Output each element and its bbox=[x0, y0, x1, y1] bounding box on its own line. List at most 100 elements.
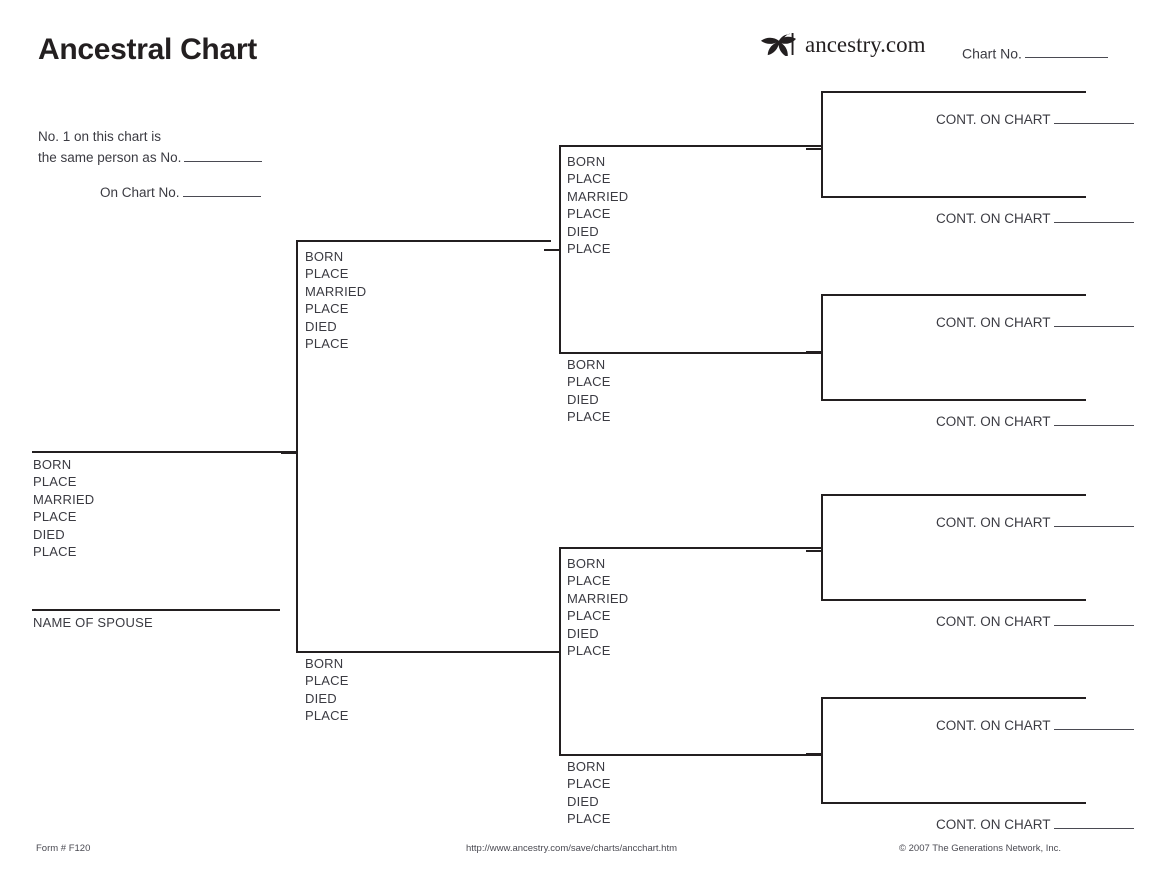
field-place-2: PLACE bbox=[33, 509, 77, 525]
xref-line-3-row: On Chart No. bbox=[38, 182, 262, 203]
gen3-1-top-rule bbox=[559, 145, 821, 147]
field-married: MARRIED bbox=[567, 590, 629, 606]
cont-on-chart-blank[interactable] bbox=[1053, 209, 1134, 223]
cont-on-chart-label: CONT. ON CHART bbox=[936, 314, 1051, 330]
field-died: DIED bbox=[33, 526, 65, 542]
person-block-6[interactable]: BORN PLACE MARRIED PLACE DIED PLACE bbox=[567, 555, 628, 659]
person-block-4[interactable]: BORN PLACE MARRIED PLACE DIED PLACE bbox=[567, 153, 628, 257]
brand-name: ancestry.com bbox=[805, 31, 926, 57]
gen2-bracket-stub bbox=[281, 452, 297, 454]
field-place-1: PLACE bbox=[33, 474, 77, 490]
person1-name-rule bbox=[32, 451, 297, 453]
cont-on-chart-label: CONT. ON CHART bbox=[936, 413, 1051, 429]
cont-on-chart-blank[interactable] bbox=[1053, 815, 1134, 829]
gen3-lower-bracket-stub bbox=[544, 651, 560, 653]
field-place-2: PLACE bbox=[567, 811, 611, 827]
field-place-2: PLACE bbox=[567, 409, 611, 425]
cont-on-chart-4[interactable]: CONT. ON CHART bbox=[936, 412, 1134, 429]
spouse-name-label-row[interactable]: NAME OF SPOUSE bbox=[33, 614, 153, 631]
person-block-5[interactable]: BORN PLACE DIED PLACE bbox=[567, 356, 611, 426]
cont-on-chart-7[interactable]: CONT. ON CHART bbox=[936, 716, 1134, 733]
field-married: MARRIED bbox=[305, 283, 367, 299]
gen4-bracket-b-vertical bbox=[821, 294, 823, 400]
gen4-bracket-c-stub bbox=[806, 550, 822, 552]
same-person-no-blank[interactable] bbox=[184, 148, 263, 162]
gen4-bracket-b-stub bbox=[806, 351, 822, 353]
name-of-spouse-label: NAME OF SPOUSE bbox=[33, 615, 153, 630]
cont-on-chart-2[interactable]: CONT. ON CHART bbox=[936, 209, 1134, 226]
xref-line-1: No. 1 on this chart is bbox=[38, 129, 162, 144]
field-place-3: PLACE bbox=[33, 544, 77, 560]
field-place-2: PLACE bbox=[305, 301, 349, 317]
cont-on-chart-8[interactable]: CONT. ON CHART bbox=[936, 815, 1134, 832]
chart-number-blank[interactable] bbox=[1024, 44, 1108, 59]
spouse-name-rule bbox=[32, 609, 280, 611]
gen4-bracket-a-stub bbox=[806, 148, 822, 150]
cont-on-chart-label: CONT. ON CHART bbox=[936, 514, 1051, 530]
cont-on-chart-blank[interactable] bbox=[1053, 716, 1134, 730]
page-title: Ancestral Chart bbox=[38, 33, 257, 66]
gen4-bracket-b-bottom-rule bbox=[821, 399, 1086, 401]
gen4-bracket-d-top-rule bbox=[821, 697, 1086, 699]
footer-url[interactable]: http://www.ancestry.com/save/charts/ancc… bbox=[466, 843, 678, 854]
field-died: DIED bbox=[567, 793, 599, 809]
field-married: MARRIED bbox=[567, 188, 629, 204]
field-born: BORN bbox=[305, 249, 344, 264]
gen3-2-top-rule bbox=[559, 352, 821, 354]
chart-number-label: Chart No. bbox=[962, 45, 1022, 62]
field-married: MARRIED bbox=[33, 491, 95, 507]
field-place-1: PLACE bbox=[305, 673, 349, 689]
field-place-3: PLACE bbox=[567, 241, 611, 257]
person-block-3-mother[interactable]: BORN PLACE DIED PLACE bbox=[305, 655, 349, 725]
field-place-2: PLACE bbox=[567, 608, 611, 624]
field-place-1: PLACE bbox=[567, 171, 611, 187]
field-place-3: PLACE bbox=[567, 643, 611, 659]
person-block-7[interactable]: BORN PLACE DIED PLACE bbox=[567, 758, 611, 828]
cont-on-chart-5[interactable]: CONT. ON CHART bbox=[936, 513, 1134, 530]
cont-on-chart-1[interactable]: CONT. ON CHART bbox=[936, 110, 1134, 127]
gen4-bracket-d-stub bbox=[806, 753, 822, 755]
cont-on-chart-blank[interactable] bbox=[1053, 513, 1134, 527]
cont-on-chart-blank[interactable] bbox=[1053, 313, 1134, 327]
gen4-bracket-d-bottom-rule bbox=[821, 802, 1086, 804]
cont-on-chart-blank[interactable] bbox=[1053, 612, 1134, 626]
gen4-bracket-b-top-rule bbox=[821, 294, 1086, 296]
cont-on-chart-blank[interactable] bbox=[1053, 110, 1134, 124]
field-born: BORN bbox=[305, 656, 344, 671]
gen4-bracket-c-bottom-rule bbox=[821, 599, 1086, 601]
gen3-4-top-rule bbox=[559, 754, 821, 756]
footer-form-number: Form # F120 bbox=[36, 843, 91, 854]
field-born: BORN bbox=[567, 154, 606, 169]
gen2-mother-top-rule bbox=[296, 651, 551, 653]
footer-copyright: © 2007 The Generations Network, Inc. bbox=[899, 843, 1062, 854]
gen4-bracket-a-bottom-rule bbox=[821, 196, 1086, 198]
field-place-1: PLACE bbox=[567, 374, 611, 390]
chart-number-field[interactable]: Chart No. bbox=[962, 44, 1108, 61]
field-place-1: PLACE bbox=[567, 776, 611, 792]
gen3-upper-bracket-stub bbox=[544, 249, 560, 251]
field-born: BORN bbox=[567, 357, 606, 372]
gen2-bracket-vertical bbox=[296, 240, 298, 652]
cont-on-chart-3[interactable]: CONT. ON CHART bbox=[936, 313, 1134, 330]
person-block-2-father[interactable]: BORN PLACE MARRIED PLACE DIED PLACE bbox=[305, 248, 366, 352]
gen2-father-top-rule bbox=[296, 240, 551, 242]
person-block-1[interactable]: BORN PLACE MARRIED PLACE DIED PLACE bbox=[33, 456, 293, 560]
field-born: BORN bbox=[33, 457, 72, 472]
field-place-2: PLACE bbox=[567, 206, 611, 222]
field-born: BORN bbox=[567, 759, 606, 774]
gen4-bracket-a-vertical bbox=[821, 91, 823, 197]
cont-on-chart-label: CONT. ON CHART bbox=[936, 613, 1051, 629]
gen4-bracket-d-vertical bbox=[821, 697, 823, 803]
xref-line-2-row: the same person as No. bbox=[38, 147, 263, 168]
field-place-3: PLACE bbox=[305, 336, 349, 352]
cont-on-chart-6[interactable]: CONT. ON CHART bbox=[936, 612, 1134, 629]
gen4-bracket-a-top-rule bbox=[821, 91, 1086, 93]
field-died: DIED bbox=[567, 223, 599, 239]
on-chart-no-blank[interactable] bbox=[182, 183, 261, 197]
cont-on-chart-label: CONT. ON CHART bbox=[936, 816, 1051, 832]
cont-on-chart-blank[interactable] bbox=[1053, 412, 1134, 426]
field-died: DIED bbox=[567, 391, 599, 407]
field-place-1: PLACE bbox=[567, 573, 611, 589]
gen4-bracket-c-vertical bbox=[821, 494, 823, 600]
